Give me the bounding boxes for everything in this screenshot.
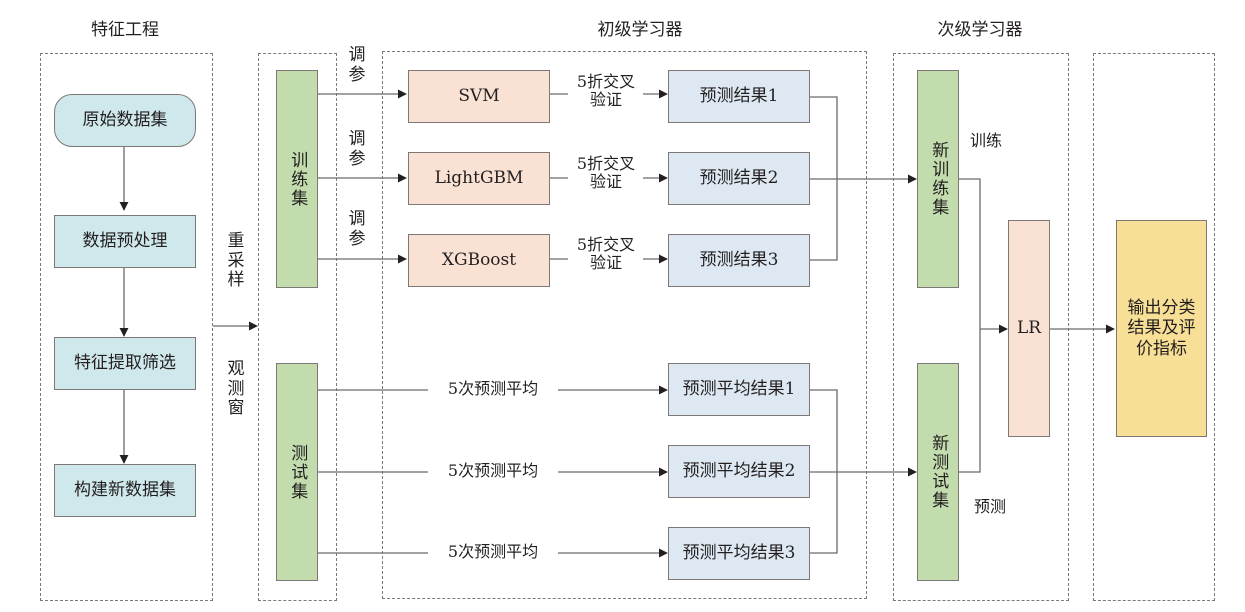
dataset-split-group [258,53,337,601]
step-raw-dataset: 原始数据集 [54,94,196,147]
prediction-result-3: 预测结果3 [668,234,810,287]
step-preprocessing: 数据预处理 [54,215,196,268]
new-test-set-label: 新测试集 [928,434,949,510]
train-label: 训练 [970,131,1003,150]
avg-result-label: 预测平均结果3 [682,543,796,564]
step-label: 构建新数据集 [74,480,176,501]
avg-result-label: 预测平均结果1 [682,379,796,400]
resample-label: 重采样 [227,231,245,291]
avg-result-label: 预测平均结果2 [682,461,796,482]
avg-result-2: 预测平均结果2 [668,445,810,498]
cv-label-1: 5折交叉验证 [567,72,645,110]
model-lightgbm: LightGBM [408,152,550,205]
step-label: 数据预处理 [82,231,168,252]
result-label: 预测结果3 [699,250,779,271]
tune-label-svm: 调参 [348,45,366,85]
prediction-result-1: 预测结果1 [668,70,810,123]
model-label: XGBoost [441,250,517,271]
base-learners-group [382,51,867,599]
output-text: 输出分类 结果及评 价指标 [1128,298,1196,359]
output-line1: 输出分类 [1127,297,1196,318]
step-build-dataset: 构建新数据集 [54,464,196,517]
test-set-box: 测试集 [276,363,318,581]
step-label: 原始数据集 [82,110,168,131]
new-train-set-box: 新训练集 [917,70,959,288]
section-title-base-learners: 初级学习器 [597,20,683,40]
tune-label-lightgbm: 调参 [348,129,366,169]
new-train-set-label: 新训练集 [928,141,949,217]
avg-label-1: 5次预测平均 [447,379,539,398]
avg-label-2: 5次预测平均 [447,461,539,480]
section-title-feature-engineering: 特征工程 [91,20,159,40]
meta-model-label: LR [1016,318,1042,339]
model-label: SVM [458,86,500,107]
output-group [1093,53,1215,601]
cv-label-line2: 验证 [589,172,622,192]
prediction-result-2: 预测结果2 [668,152,810,205]
meta-model-lr: LR [1008,220,1050,437]
avg-result-1: 预测平均结果1 [668,363,810,416]
observe-window-label: 观测窗 [227,359,245,419]
cv-label-line1: 5折交叉 [576,235,636,254]
tune-label-xgboost: 调参 [348,209,366,249]
cv-label-line2: 验证 [589,90,622,110]
result-label: 预测结果1 [699,86,779,107]
predict-label: 预测 [974,497,1007,516]
output-line2: 结果及评 [1127,318,1196,339]
model-svm: SVM [408,70,550,123]
cv-label-line1: 5折交叉 [576,72,636,91]
cv-label-line2: 验证 [589,253,622,273]
cv-label-2: 5折交叉验证 [567,154,645,192]
step-feature-extraction: 特征提取筛选 [54,337,196,390]
feature-engineering-group [40,53,213,601]
cv-label-line1: 5折交叉 [576,154,636,173]
new-test-set-box: 新测试集 [917,363,959,581]
section-title-meta-learner: 次级学习器 [937,20,1023,40]
test-set-label: 测试集 [287,443,308,501]
model-xgboost: XGBoost [408,234,550,287]
train-set-label: 训练集 [287,150,308,208]
output-line3: 价指标 [1136,338,1187,359]
output-box: 输出分类 结果及评 价指标 [1116,220,1207,437]
avg-result-3: 预测平均结果3 [668,527,810,580]
train-set-box: 训练集 [276,70,318,288]
avg-label-3: 5次预测平均 [447,542,539,561]
result-label: 预测结果2 [699,168,779,189]
meta-learner-group [893,53,1069,601]
cv-label-3: 5折交叉验证 [567,235,645,273]
step-label: 特征提取筛选 [74,353,176,374]
model-label: LightGBM [434,168,524,189]
